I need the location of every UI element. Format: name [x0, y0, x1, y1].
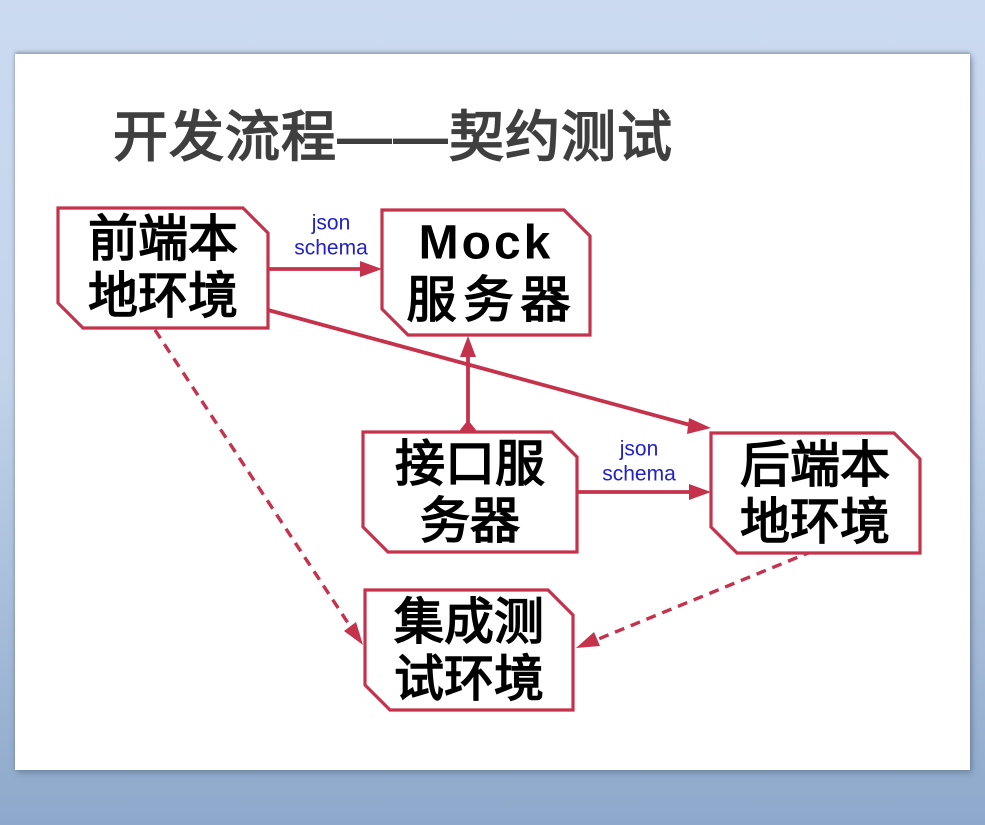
node-api-server: 接口服 务器: [361, 430, 579, 554]
edge-frontend-to-integration-line: [153, 329, 352, 627]
node-integration: 集成测 试环境: [363, 588, 575, 712]
edge-label-schema: schema: [602, 463, 676, 486]
edge-api-to-mock: [460, 336, 476, 440]
node-integration-line2: 试环境: [394, 651, 544, 707]
node-frontend: 前端本 地环境: [56, 206, 270, 330]
node-backend-line2: 地环境: [740, 494, 890, 550]
node-mock-server-shape: [380, 208, 592, 337]
edge-frontend-to-integration: [153, 329, 363, 645]
node-frontend-line2: 地环境: [88, 268, 238, 324]
node-integration-shape: [363, 588, 575, 712]
node-api-server-line2: 务器: [420, 493, 521, 549]
node-backend: 后端本 地环境: [709, 431, 922, 555]
node-backend-line1: 后端本: [740, 437, 890, 493]
edge-api-to-backend: json schema: [577, 438, 711, 500]
edge-frontend-to-backend: [267, 308, 711, 434]
edge-frontend-to-mock-arrowhead: [360, 261, 382, 277]
edge-api-to-backend-arrowhead: [689, 484, 711, 500]
node-mock-server-line2: 服务器: [407, 272, 578, 328]
node-mock-server: Mock 服务器: [380, 208, 592, 337]
edge-backend-to-integration-arrowhead: [576, 632, 600, 648]
slide-title: 开发流程——契约测试: [113, 106, 674, 168]
node-frontend-shape: [56, 206, 270, 330]
edge-label-json: json: [311, 212, 351, 235]
node-mock-server-line1: Mock: [419, 217, 554, 270]
edge-backend-to-integration: [576, 549, 814, 648]
edge-api-to-mock-arrowhead: [460, 336, 476, 357]
node-api-server-shape: [361, 430, 579, 554]
edge-frontend-to-backend-arrowhead: [687, 418, 711, 434]
edge-label-json: json: [619, 438, 659, 461]
edge-frontend-to-backend-line: [267, 308, 695, 428]
node-backend-shape: [709, 431, 922, 555]
edge-label-schema: schema: [294, 237, 368, 260]
node-integration-line1: 集成测: [393, 594, 544, 650]
edge-backend-to-integration-line: [595, 549, 814, 642]
node-frontend-line1: 前端本: [88, 211, 238, 267]
node-api-server-line1: 接口服: [395, 436, 545, 492]
edge-frontend-to-mock: json schema: [268, 212, 382, 277]
edge-frontend-to-integration-arrowhead: [344, 622, 363, 645]
